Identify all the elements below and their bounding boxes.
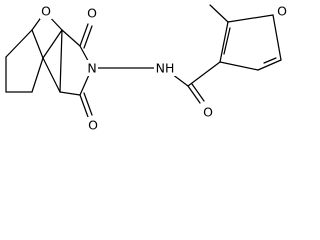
svg-text:O: O xyxy=(87,6,97,21)
svg-text:O: O xyxy=(88,118,98,133)
svg-text:O: O xyxy=(41,4,51,19)
atom-label-furan-oxygen: O xyxy=(276,3,288,19)
atom-label-amide-oxygen: O xyxy=(202,104,214,120)
atom-label-amide-nh: NH xyxy=(154,60,176,76)
bond-lines xyxy=(5,4,282,118)
atom-label-imide-nitrogen: N xyxy=(86,60,98,76)
atom-label-imide-oxygen-bottom: O xyxy=(87,117,99,133)
svg-text:O: O xyxy=(203,105,213,120)
chemical-structure-diagram: O O N O NH O O xyxy=(5,3,288,133)
svg-text:N: N xyxy=(87,61,96,76)
atom-label-bridge-oxygen: O xyxy=(40,3,52,19)
svg-text:NH: NH xyxy=(156,61,175,76)
atom-label-imide-oxygen-top: O xyxy=(86,5,98,21)
svg-text:O: O xyxy=(277,4,287,19)
